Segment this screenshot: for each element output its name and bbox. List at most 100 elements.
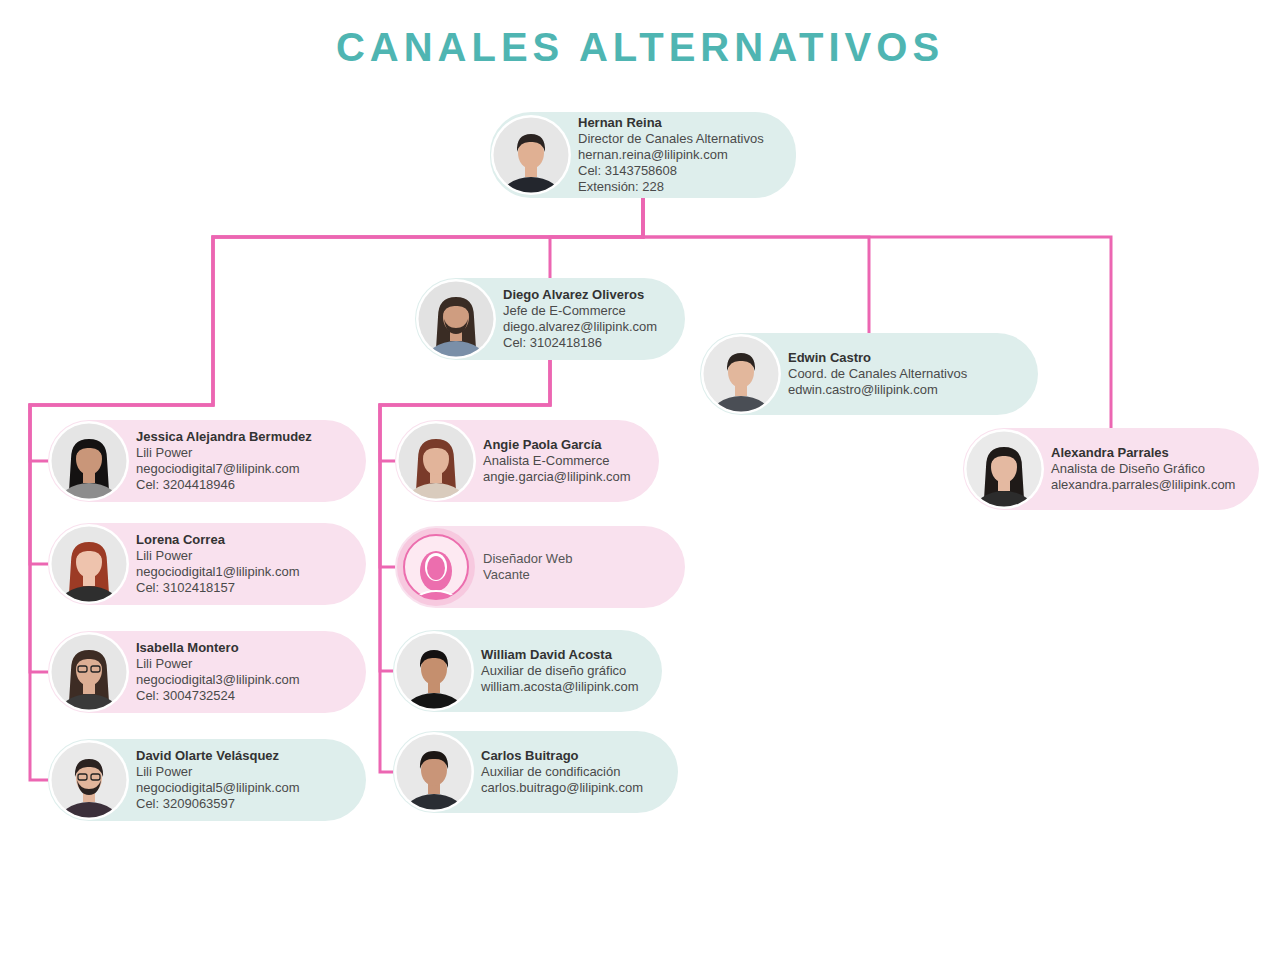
job-title: Lili Power [136, 764, 348, 780]
phone: Cel: 3102418157 [136, 580, 348, 596]
avatar-shape [405, 439, 467, 501]
phone: Cel: 3143758608 [578, 163, 778, 179]
extension: Extensión: 228 [578, 179, 778, 195]
avatar-shape [973, 491, 1035, 509]
avatar-shape [91, 774, 100, 780]
email: edwin.castro@lilipink.com [788, 382, 1020, 398]
person-card: William David AcostaAuxiliar de diseño g… [393, 630, 662, 712]
person-name: Carlos Buitrago [481, 748, 660, 764]
email: negociodigital7@lilipink.com [136, 461, 348, 477]
avatar-shape [420, 751, 448, 769]
avatar-photo [396, 421, 476, 501]
avatar-shape [58, 759, 120, 820]
avatar-shape [412, 551, 460, 607]
person-name: Diego Alvarez Oliveros [503, 287, 667, 303]
job-title: Coord. de Canales Alternativos [788, 366, 1020, 382]
person-card: Edwin CastroCoord. de Canales Alternativ… [700, 333, 1038, 415]
avatar-photo [49, 632, 129, 712]
avatar-shape [517, 134, 545, 152]
job-title: Lili Power [136, 445, 348, 461]
avatar-shape [58, 802, 120, 820]
avatar-shape [78, 666, 87, 672]
person-name: Alexandra Parrales [1051, 445, 1241, 461]
person-card: Isabella MonteroLili Powernegociodigital… [48, 631, 366, 713]
email: negociodigital3@lilipink.com [136, 672, 348, 688]
person-name: David Olarte Velásquez [136, 748, 348, 764]
phone: Cel: 3204418946 [136, 477, 348, 493]
avatar-shape [91, 666, 100, 672]
person-name: William David Acosta [481, 647, 644, 663]
avatar-shape [77, 780, 101, 795]
phone: Cel: 3209063597 [136, 796, 348, 812]
avatar-shape [403, 650, 465, 711]
job-title: Diseñador Web [483, 551, 667, 567]
vacancy-status: Vacante [483, 567, 667, 583]
person-card: Carlos BuitragoAuxiliar de condificación… [393, 731, 678, 813]
avatar-photo [49, 524, 129, 604]
email: hernan.reina@lilipink.com [578, 147, 778, 163]
avatar-shape [412, 591, 460, 607]
chart-title: CANALES ALTERNATIVOS [0, 24, 1280, 70]
avatar-shape [58, 483, 120, 501]
email: carlos.buitrago@lilipink.com [481, 780, 660, 796]
avatar-shape [427, 556, 445, 580]
avatar-photo [49, 421, 129, 501]
avatar-shape [500, 177, 562, 195]
person-name: Jessica Alejandra Bermudez [136, 429, 348, 445]
avatar-shape [58, 542, 120, 604]
job-title: Lili Power [136, 656, 348, 672]
avatar-photo [701, 334, 781, 414]
job-title: Lili Power [136, 548, 348, 564]
avatar-shape [58, 650, 120, 712]
job-title: Director de Canales Alternativos [578, 131, 778, 147]
avatar-shape [442, 298, 470, 316]
person-card: Jessica Alejandra BermudezLili Powernego… [48, 420, 366, 502]
avatar-shape [403, 794, 465, 812]
email: negociodigital1@lilipink.com [136, 564, 348, 580]
person-card: Alexandra ParralesAnalista de Diseño Grá… [963, 428, 1259, 510]
avatar-photo [49, 740, 129, 820]
avatar-shape [58, 694, 120, 712]
avatar-shape [444, 319, 468, 334]
avatar-shape [420, 551, 452, 591]
avatar-shape [710, 396, 772, 414]
person-name: Angie Paola García [483, 437, 641, 453]
job-title: Analista de Diseño Gráfico [1051, 461, 1241, 477]
avatar-shape [500, 134, 562, 195]
org-connector [380, 360, 550, 671]
job-title: Jefe de E-Commerce [503, 303, 667, 319]
avatar-shape [422, 440, 450, 458]
person-card: Diego Alvarez OliverosJefe de E-Commerce… [415, 278, 685, 360]
avatar-photo [964, 429, 1044, 509]
phone: Cel: 3102418186 [503, 335, 667, 351]
person-name: Isabella Montero [136, 640, 348, 656]
email: diego.alvarez@lilipink.com [503, 319, 667, 335]
avatar-shape [404, 535, 468, 599]
job-title: Analista E-Commerce [483, 453, 641, 469]
vacancy-card: Diseñador WebVacante [395, 526, 685, 608]
avatar-shape [727, 353, 755, 371]
avatar-shape [973, 447, 1035, 509]
avatar-shape [420, 650, 448, 668]
person-card: David Olarte VelásquezLili Powernegociod… [48, 739, 366, 821]
avatar-shape [58, 586, 120, 604]
person-name: Lorena Correa [136, 532, 348, 548]
avatar-photo [394, 732, 474, 812]
person-name: Hernan Reina [578, 115, 778, 131]
avatar-shape [710, 353, 772, 414]
vacancy-icon [396, 527, 476, 607]
job-title: Auxiliar de diseño gráfico [481, 663, 644, 679]
avatar-shape [425, 553, 447, 581]
org-connector [643, 198, 1111, 428]
phone: Cel: 3004732524 [136, 688, 348, 704]
avatar-photo [416, 279, 496, 359]
avatar-shape [403, 693, 465, 711]
email: alexandra.parrales@lilipink.com [1051, 477, 1241, 493]
avatar-shape [58, 439, 120, 501]
avatar-shape [75, 440, 103, 458]
person-card: Lorena CorreaLili Powernegociodigital1@l… [48, 523, 366, 605]
job-title: Auxiliar de condificación [481, 764, 660, 780]
avatar-shape [75, 543, 103, 561]
avatar-shape [78, 774, 87, 780]
